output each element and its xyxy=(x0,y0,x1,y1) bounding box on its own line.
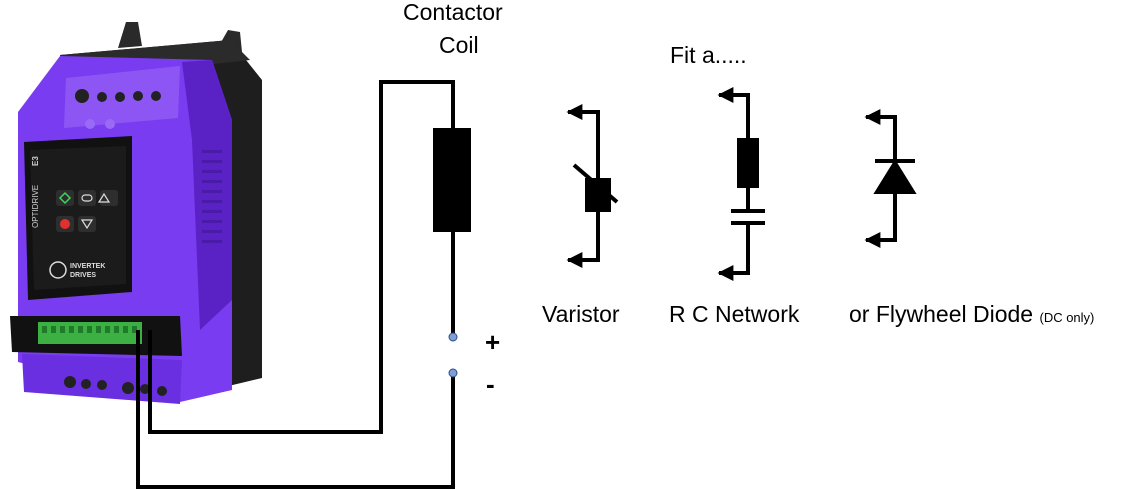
invertek-logo-icon xyxy=(49,261,67,279)
dc-only-note: (DC only) xyxy=(1039,310,1095,325)
logo-line2: DRIVES xyxy=(70,272,96,279)
top-cable-entries xyxy=(75,89,161,129)
side-vents xyxy=(202,150,222,243)
contactor-coil xyxy=(433,128,471,232)
rc-network-symbol xyxy=(717,87,765,281)
contactor-label-line1: Contactor xyxy=(403,0,503,25)
down-button xyxy=(78,216,96,232)
up-button xyxy=(100,190,118,206)
terminal-screws xyxy=(42,326,137,333)
contact-minus xyxy=(448,368,458,378)
start-icon xyxy=(58,191,72,205)
mode-button xyxy=(78,190,96,206)
brand-text: OPTIDRIVE xyxy=(31,185,40,228)
down-arrow-icon xyxy=(80,219,94,230)
stop-icon xyxy=(60,219,70,229)
wire-return xyxy=(136,330,455,489)
flywheel-diode-label: or Flywheel Diode (DC only) xyxy=(849,301,1094,331)
logo-line1: INVERTEK xyxy=(70,263,105,270)
wiring xyxy=(136,80,455,489)
contact-plus xyxy=(448,332,458,342)
varistor-label: Varistor xyxy=(542,301,620,327)
model-text: E3 xyxy=(31,156,40,166)
mode-icon xyxy=(81,194,93,202)
wire-to-coil xyxy=(148,80,455,434)
contactor-label-line2: Coil xyxy=(439,32,479,58)
plus-sign: + xyxy=(485,327,501,357)
bottom-cable-entries xyxy=(64,376,167,396)
start-button xyxy=(56,190,74,206)
up-arrow-icon xyxy=(97,192,111,203)
flywheel-diode-symbol xyxy=(864,109,917,248)
varistor-symbol xyxy=(566,104,619,268)
keypad-buttons xyxy=(56,190,118,232)
flywheel-diode-text: or Flywheel Diode xyxy=(849,301,1034,327)
mounting-tab xyxy=(118,22,142,48)
rc-network-label: R C Network xyxy=(669,301,800,327)
minus-sign: - xyxy=(486,369,495,399)
fit-a-label: Fit a..... xyxy=(670,42,747,68)
